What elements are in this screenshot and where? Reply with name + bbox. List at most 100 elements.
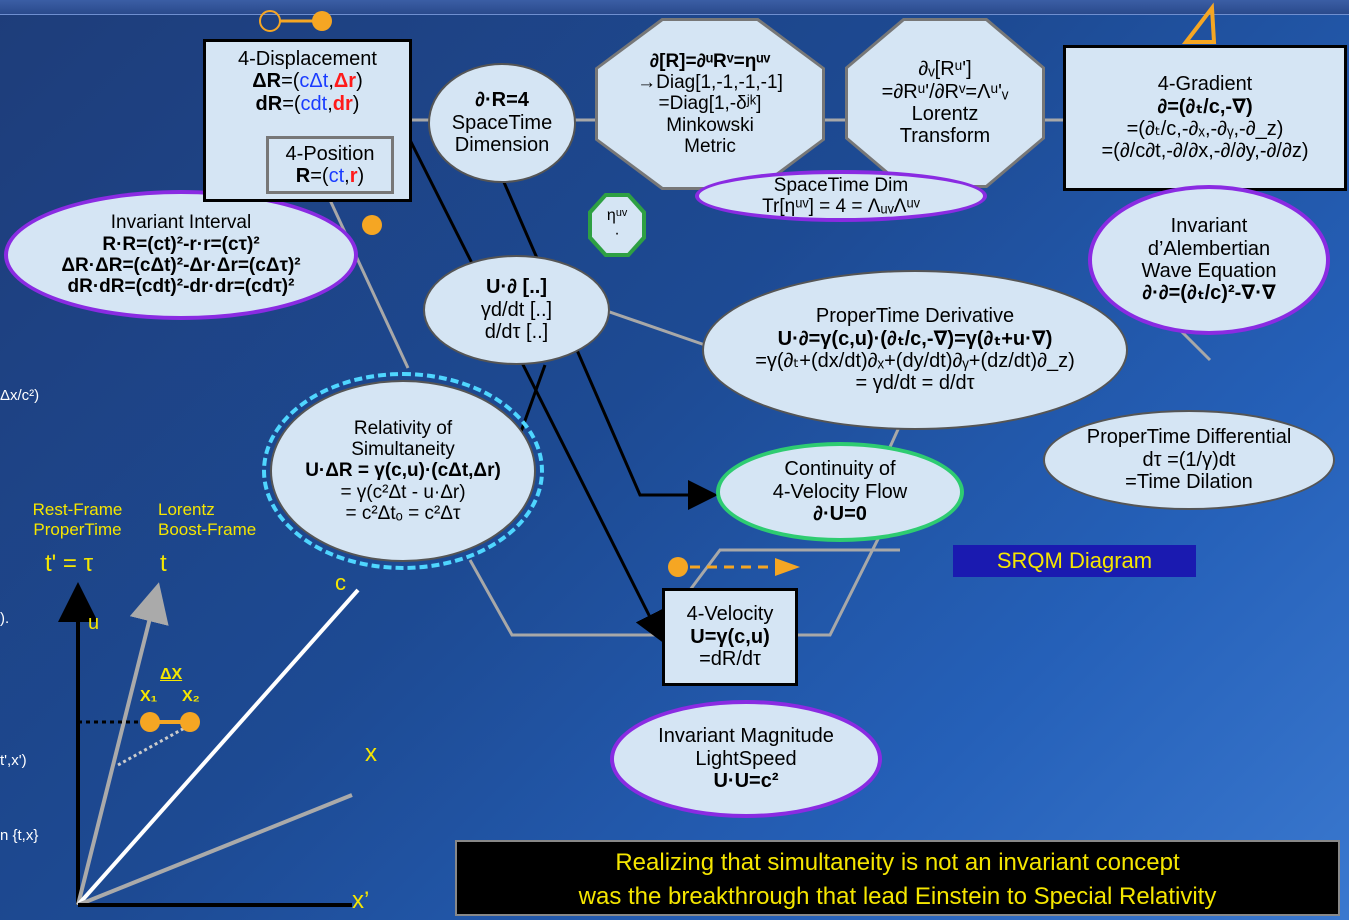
spacetime-dim-node: SpaceTime Dim Tr[ηᵘᵛ] = 4 = ΛᵤᵥΛᵘᵛ bbox=[695, 170, 987, 222]
banner-line2: was the breakthrough that lead Einstein … bbox=[578, 883, 1217, 910]
top-bar bbox=[0, 0, 1349, 15]
metric-line5: Metric bbox=[684, 135, 736, 157]
dalembert-line3: Wave Equation bbox=[1141, 260, 1277, 282]
lorentz-line1: ∂ᵥ[Rᵘ'] bbox=[918, 58, 972, 81]
dimension-line3: Dimension bbox=[454, 134, 550, 157]
propertime-differential-node: ProperTime Differential dτ =(1/γ)dt =Tim… bbox=[1043, 410, 1335, 510]
operators-line1: U·∂ [..] bbox=[486, 276, 547, 299]
position-line: R=(ct,r) bbox=[295, 165, 365, 187]
invariant-interval-node: Invariant Interval R·R=(ct)²-r·r=(cτ)² Δ… bbox=[4, 190, 358, 320]
left-fragment-4: n {t,x} bbox=[0, 827, 39, 844]
dimension-line2: SpaceTime bbox=[451, 111, 553, 134]
velocity-box: 4-Velocity U=γ(c,u) =dR/dτ bbox=[662, 588, 798, 686]
position-title: 4-Position bbox=[285, 142, 375, 165]
interval-line3: dR·dR=(cdt)²-dr·dr=(cdτ)² bbox=[67, 276, 295, 298]
gradient-line3: =(∂ₜ/c,-∂ₓ,-∂ᵧ,-∂_z) bbox=[1126, 118, 1284, 140]
metric-line3: =Diag[1,-δʲᵏ] bbox=[658, 93, 762, 115]
velocity-line3: =dR/dτ bbox=[699, 648, 761, 671]
interval-line2: ΔR·ΔR=(cΔt)²-Δr·Δr=(cΔτ)² bbox=[61, 255, 301, 276]
interval-line1: R·R=(ct)²-r·r=(cτ)² bbox=[102, 233, 260, 255]
operators-line3: d/dτ [..] bbox=[484, 321, 549, 344]
srqm-diagram-label: SRQM Diagram bbox=[953, 545, 1196, 577]
simultaneity-line5: = c²Δtₒ = c²Δτ bbox=[345, 502, 461, 524]
stdim-line1: SpaceTime Dim bbox=[773, 174, 909, 196]
metric-line2: →Diag[1,-1,-1,-1] bbox=[637, 72, 783, 94]
magnitude-node: Invariant Magnitude LightSpeed U·U=c² bbox=[610, 700, 882, 818]
lorentz-line4: Transform bbox=[899, 125, 991, 148]
left-fragment-2: ). bbox=[0, 610, 10, 627]
x2-label: X₂ bbox=[182, 688, 200, 705]
banner-line1: Realizing that simultaneity is not an in… bbox=[615, 849, 1180, 876]
stdim-line2: Tr[ηᵘᵛ] = 4 = ΛᵤᵥΛᵘᵛ bbox=[762, 196, 920, 217]
metric-line1: ∂[R]=∂ᵘRᵛ=ηᵘᵛ bbox=[649, 50, 771, 72]
propertime-line4: = γd/dt = d/dτ bbox=[855, 372, 975, 395]
magnitude-line3: U·U=c² bbox=[713, 770, 779, 793]
simultaneity-dash-ring bbox=[262, 372, 544, 570]
metric-line4: Minkowski bbox=[666, 114, 754, 136]
continuity-line2: 4-Velocity Flow bbox=[772, 480, 908, 503]
displacement-line3: dR=(cdt,dr) bbox=[255, 92, 360, 115]
dimension-node: ∂·R=4 SpaceTime Dimension bbox=[428, 63, 576, 183]
top-left-circle-icon bbox=[259, 10, 332, 32]
x-label: x bbox=[365, 740, 377, 767]
interval-title: Invariant Interval bbox=[110, 212, 252, 234]
dilation-line1: ProperTime Differential bbox=[1086, 426, 1292, 449]
dalembert-line2: d’Alembertian bbox=[1147, 237, 1271, 260]
delta-x-label: ΔX bbox=[160, 666, 183, 683]
dimension-line1: ∂·R=4 bbox=[475, 89, 529, 112]
gradient-box: 4-Gradient ∂=(∂ₜ/c,-∇) =(∂ₜ/c,-∂ₓ,-∂ᵧ,-∂… bbox=[1063, 45, 1347, 191]
simultaneity-line3: U·ΔR = γ(c,u)·(cΔt,Δr) bbox=[305, 460, 501, 482]
simultaneity-line4: = γ(c²Δt - u·Δr) bbox=[340, 481, 466, 503]
operators-node: U·∂ [..] γd/dt [..] d/dτ [..] bbox=[423, 255, 610, 365]
u-label: u bbox=[88, 612, 100, 634]
eta-node: ηᵘᵛ · bbox=[592, 197, 642, 253]
orange-dot bbox=[362, 215, 382, 235]
dilation-line2: dτ =(1/γ)dt bbox=[1142, 448, 1236, 471]
magnitude-line1: Invariant Magnitude bbox=[658, 725, 834, 748]
displacement-title: 4-Displacement bbox=[238, 48, 377, 70]
dilation-line3: =Time Dilation bbox=[1125, 471, 1253, 494]
left-fragment-1: Δx/c²) bbox=[0, 387, 40, 404]
delta-triangle-icon bbox=[1181, 2, 1217, 44]
left-fragment-3: t',x') bbox=[0, 752, 27, 769]
magnitude-line2: LightSpeed bbox=[695, 747, 797, 770]
propertime-title: ProperTime Derivative bbox=[815, 305, 1015, 328]
boost-axis-label: t bbox=[160, 550, 167, 577]
conclusion-banner: Realizing that simultaneity is not an in… bbox=[455, 840, 1340, 916]
simultaneity-node: Relativity of Simultaneity U·ΔR = γ(c,u)… bbox=[270, 380, 536, 562]
xprime-label: x’ bbox=[352, 887, 370, 914]
eta-line1: ηᵘᵛ bbox=[606, 207, 628, 225]
propertime-line3: =γ(∂ₜ+(dx/dt)∂ₓ+(dy/dt)∂ᵧ+(dz/dt)∂_z) bbox=[755, 350, 1075, 372]
continuity-node: Continuity of 4-Velocity Flow ∂·U=0 bbox=[716, 442, 964, 542]
dashed-arrow-icon bbox=[668, 557, 800, 577]
lorentz-node: ∂ᵥ[Rᵘ'] =∂Rᵘ'/∂Rᵛ=Λᵘ'ᵥ Lorentz Transform bbox=[848, 21, 1042, 185]
displacement-line2: ΔR=(cΔt,Δr) bbox=[252, 70, 363, 93]
eta-line2: · bbox=[614, 225, 620, 242]
metric-node: ∂[R]=∂ᵘRᵛ=ηᵘᵛ →Diag[1,-1,-1,-1] =Diag[1,… bbox=[598, 21, 822, 187]
gradient-title: 4-Gradient bbox=[1157, 73, 1253, 96]
operators-line2: γd/dt [..] bbox=[480, 298, 553, 321]
continuity-line3: ∂·U=0 bbox=[813, 503, 867, 526]
propertime-derivative-node: ProperTime Derivative U·∂=γ(c,u)·(∂ₜ/c,-… bbox=[702, 270, 1128, 430]
c-label: c bbox=[335, 570, 346, 595]
lorentz-line2: =∂Rᵘ'/∂Rᵛ=Λᵘ'ᵥ bbox=[881, 80, 1009, 103]
dalembertian-node: Invariant d’Alembertian Wave Equation ∂·… bbox=[1088, 185, 1330, 335]
rest-axis-label: t' = τ bbox=[45, 550, 94, 577]
velocity-line2: U=γ(c,u) bbox=[690, 625, 770, 648]
dalembert-line4: ∂·∂=(∂ₜ/c)²-∇·∇ bbox=[1142, 282, 1276, 305]
position-box: 4-Position R=(ct,r) bbox=[266, 136, 394, 194]
lorentz-line3: Lorentz bbox=[911, 103, 979, 125]
simultaneity-line2: Simultaneity bbox=[351, 439, 455, 461]
continuity-line1: Continuity of bbox=[784, 458, 896, 481]
dalembert-line1: Invariant bbox=[1170, 215, 1248, 238]
gradient-line2: ∂=(∂ₜ/c,-∇) bbox=[1157, 95, 1253, 118]
velocity-title: 4-Velocity bbox=[686, 603, 774, 626]
gradient-line4: =(∂/c∂t,-∂/∂x,-∂/∂y,-∂/∂z) bbox=[1101, 140, 1309, 163]
simultaneity-line1: Relativity of bbox=[353, 417, 453, 439]
displacement-box: 4-Displacement ΔR=(cΔt,Δr) dR=(cdt,dr) 4… bbox=[203, 39, 412, 202]
x1-label: X₁ bbox=[140, 688, 158, 705]
spacetime-graph bbox=[58, 582, 360, 907]
